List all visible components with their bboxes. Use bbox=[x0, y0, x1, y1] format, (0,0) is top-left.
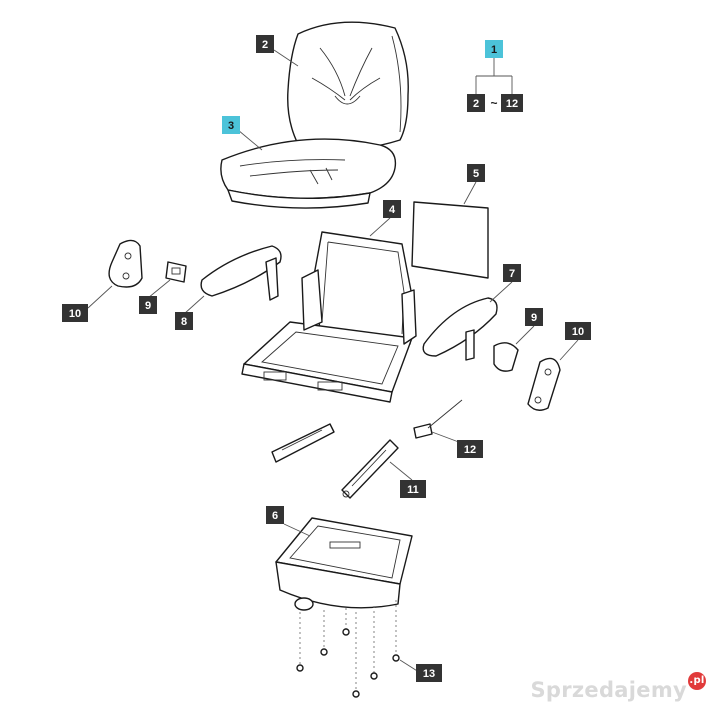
callout-1-range: 1 2 ~ 12 bbox=[467, 40, 523, 112]
callout-1-text: 1 bbox=[491, 44, 497, 56]
callout-armrest-right: 7 bbox=[503, 264, 521, 282]
callout-lever-text: 12 bbox=[464, 444, 476, 456]
range-separator: ~ bbox=[490, 96, 497, 110]
callout-lever: 12 bbox=[457, 440, 483, 458]
callout-armrest-left-text: 8 bbox=[181, 316, 187, 328]
callout-bolts: 13 bbox=[416, 664, 442, 682]
callout-suspension-text: 6 bbox=[272, 510, 278, 522]
callout-range-end-box bbox=[501, 94, 523, 112]
callout-rail: 11 bbox=[400, 480, 426, 498]
callout-buckle-left-text: 9 bbox=[145, 300, 151, 312]
seat-cushion-part bbox=[220, 138, 397, 209]
callout-suspension: 6 bbox=[266, 506, 284, 524]
seat-frame-part bbox=[241, 231, 417, 403]
rail-left-part bbox=[271, 423, 335, 463]
belt-buckle-left-part bbox=[165, 261, 187, 283]
callout-buckle-left: 9 bbox=[139, 296, 157, 314]
callout-frame: 4 bbox=[383, 200, 401, 218]
callout-1-box bbox=[485, 40, 503, 58]
callout-side-panel-left: 10 bbox=[62, 304, 88, 322]
watermark-badge: .pl bbox=[688, 672, 706, 690]
backrest-part bbox=[287, 21, 409, 150]
leader-lines bbox=[87, 49, 579, 675]
lever-part bbox=[413, 399, 463, 439]
callout-pad-text: 5 bbox=[473, 168, 479, 180]
callout-frame-text: 4 bbox=[389, 204, 396, 216]
callout-cushion: 3 bbox=[222, 116, 240, 134]
bolts-part bbox=[296, 600, 400, 698]
callout-side-panel-left-text: 10 bbox=[69, 308, 81, 320]
callout-range-end-text: 12 bbox=[506, 98, 518, 110]
side-panel-right-part bbox=[527, 357, 561, 411]
pad-part bbox=[411, 201, 489, 279]
callout-armrest-left: 8 bbox=[175, 312, 193, 330]
watermark: Sprzedajemy.pl bbox=[530, 672, 706, 702]
callout-side-panel-right: 10 bbox=[565, 322, 591, 340]
armrest-left-part bbox=[200, 245, 282, 301]
belt-buckle-right-part bbox=[493, 342, 519, 372]
callout-backrest-text: 2 bbox=[262, 39, 268, 51]
callout-side-panel-right-text: 10 bbox=[572, 326, 584, 338]
armrest-right-part bbox=[422, 297, 498, 361]
callout-pad: 5 bbox=[467, 164, 485, 182]
watermark-text: Sprzedajemy bbox=[530, 678, 687, 702]
callout-bolts-text: 13 bbox=[423, 668, 435, 680]
side-panel-left-part bbox=[108, 239, 143, 288]
callout-range-start-box bbox=[467, 94, 485, 112]
rail-right-part bbox=[341, 439, 399, 499]
callout-buckle-right-text: 9 bbox=[531, 312, 537, 324]
callout-armrest-right-text: 7 bbox=[509, 268, 515, 280]
callout-cushion-text: 3 bbox=[228, 120, 234, 132]
callout-range-start-text: 2 bbox=[473, 98, 479, 110]
suspension-part bbox=[275, 517, 413, 611]
callout-buckle-right: 9 bbox=[525, 308, 543, 326]
callout-rail-text: 11 bbox=[407, 484, 419, 496]
callout-backrest: 2 bbox=[256, 35, 274, 53]
